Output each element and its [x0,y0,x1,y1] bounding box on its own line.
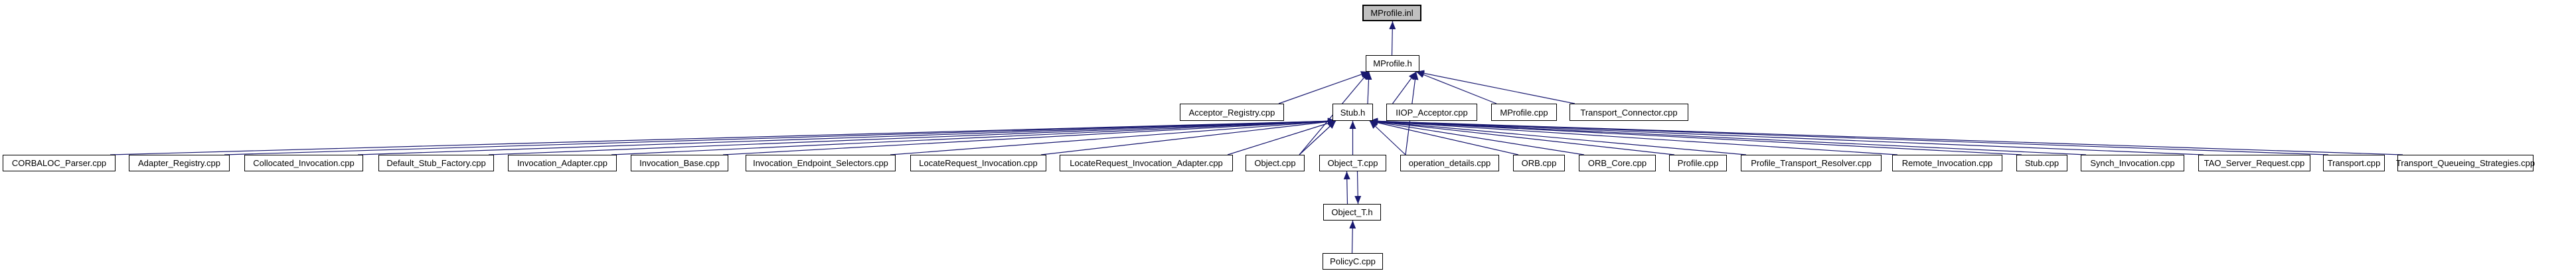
graph-edge-synch-invocation-cpp-to-stub-h [1369,118,2087,155]
graph-node-iiop-acceptor-cpp[interactable]: IIOP_Acceptor.cpp [1386,104,1477,121]
graph-node-invocation-base-cpp[interactable]: Invocation_Base.cpp [631,155,728,171]
graph-node-remote-invocation-cpp[interactable]: Remote_Invocation.cpp [1892,155,2002,171]
graph-edge-orb-cpp-to-stub-h [1369,119,1519,155]
graph-node-synch-invocation-cpp[interactable]: Synch_Invocation.cpp [2081,155,2184,171]
graph-edge-transport-cpp-to-stub-h [1369,118,2329,155]
graph-edge-operation-details-cpp-to-stub-h [1369,120,1406,155]
graph-edge-mprofile-cpp-to-mprofile-h [1415,71,1497,104]
graph-node-tao-server-request-cpp[interactable]: TAO_Server_Request.cpp [2198,155,2310,171]
graph-edge-profile-transport-resolver-cpp-to-stub-h [1369,118,1747,155]
graph-edge-object-t-h-to-object-t-cpp [1343,171,1350,205]
graph-edge-adapter-registry-cpp-to-stub-h [224,118,1336,155]
graph-edge-invocation-base-cpp-to-stub-h [722,118,1336,155]
graph-node-stub-cpp[interactable]: Stub.cpp [2016,155,2067,171]
graph-node-profile-cpp[interactable]: Profile.cpp [1669,155,1727,171]
graph-edge-locaterequest-invocation-adapter-cpp-to-stub-h [1227,120,1336,155]
graph-edge-object-cpp-to-stub-h [1299,120,1336,155]
graph-edge-transport-connector-cpp-to-mprofile-h [1415,70,1575,104]
graph-node-stub-h[interactable]: Stub.h [1332,104,1373,121]
graph-node-mprofile-h[interactable]: MProfile.h [1366,55,1419,72]
graph-edge-stub-h-to-mprofile-h [1365,71,1372,104]
graph-edge-collocated-invocation-cpp-to-stub-h [357,118,1336,155]
graph-node-profile-transport-resolver-cpp[interactable]: Profile_Transport_Resolver.cpp [1741,155,1882,171]
graph-node-mprofile-inl: MProfile.inl [1362,5,1421,21]
graph-edge-default-stub-factory-cpp-to-stub-h [488,118,1336,155]
graph-node-operation-details-cpp[interactable]: operation_details.cpp [1400,155,1499,171]
graph-edge-invocation-endpoint-selectors-cpp-to-stub-h [890,118,1336,155]
graph-node-mprofile-cpp[interactable]: MProfile.cpp [1491,104,1557,121]
graph-node-adapter-registry-cpp[interactable]: Adapter_Registry.cpp [129,155,230,171]
graph-node-transport-connector-cpp[interactable]: Transport_Connector.cpp [1570,104,1688,121]
graph-edge-tao-server-request-cpp-to-stub-h [1369,118,2204,155]
graph-edge-invocation-adapter-cpp-to-stub-h [611,118,1336,155]
graph-edge-policyc-cpp-to-object-t-h [1349,220,1356,254]
graph-edge-orb-core-cpp-to-stub-h [1369,118,1585,155]
graph-node-invocation-endpoint-selectors-cpp[interactable]: Invocation_Endpoint_Selectors.cpp [746,155,896,171]
graph-node-locaterequest-invocation-adapter-cpp[interactable]: LocateRequest_Invocation_Adapter.cpp [1060,155,1233,171]
graph-node-invocation-adapter-cpp[interactable]: Invocation_Adapter.cpp [508,155,617,171]
graph-node-default-stub-factory-cpp[interactable]: Default_Stub_Factory.cpp [378,155,494,171]
graph-node-transport-queueing-strategies-cpp[interactable]: Transport_Queueing_Strategies.cpp [2396,155,2535,171]
graph-edge-corbaloc-parser-cpp-to-stub-h [110,118,1336,155]
graph-node-locaterequest-invocation-cpp[interactable]: LocateRequest_Invocation.cpp [910,155,1046,171]
graph-node-corbaloc-parser-cpp[interactable]: CORBALOC_Parser.cpp [3,155,116,171]
graph-node-collocated-invocation-cpp[interactable]: Collocated_Invocation.cpp [244,155,363,171]
graph-edge-locaterequest-invocation-cpp-to-stub-h [1040,118,1336,155]
graph-node-orb-cpp[interactable]: ORB.cpp [1513,155,1565,171]
graph-node-policyc-cpp[interactable]: PolicyC.cpp [1323,253,1383,270]
graph-node-transport-cpp[interactable]: Transport.cpp [2323,155,2385,171]
graph-edge-stub-cpp-to-stub-h [1369,118,2022,155]
graph-node-object-cpp[interactable]: Object.cpp [1246,155,1305,171]
graph-edge-transport-queueing-strategies-cpp-to-stub-h [1369,118,2403,155]
graph-node-object-t-cpp[interactable]: Object_T.cpp [1319,155,1386,171]
graph-node-orb-core-cpp[interactable]: ORB_Core.cpp [1579,155,1656,171]
graph-edge-remote-invocation-cpp-to-stub-h [1369,118,1898,155]
graph-edge-mprofile-h-to-mprofile-inl [1389,21,1396,56]
graph-node-acceptor-registry-cpp[interactable]: Acceptor_Registry.cpp [1180,104,1284,121]
graph-edge-profile-cpp-to-stub-h [1369,118,1675,155]
graph-edge-acceptor-registry-cpp-to-mprofile-h [1278,71,1370,104]
graph-node-object-t-h[interactable]: Object_T.h [1323,204,1381,221]
